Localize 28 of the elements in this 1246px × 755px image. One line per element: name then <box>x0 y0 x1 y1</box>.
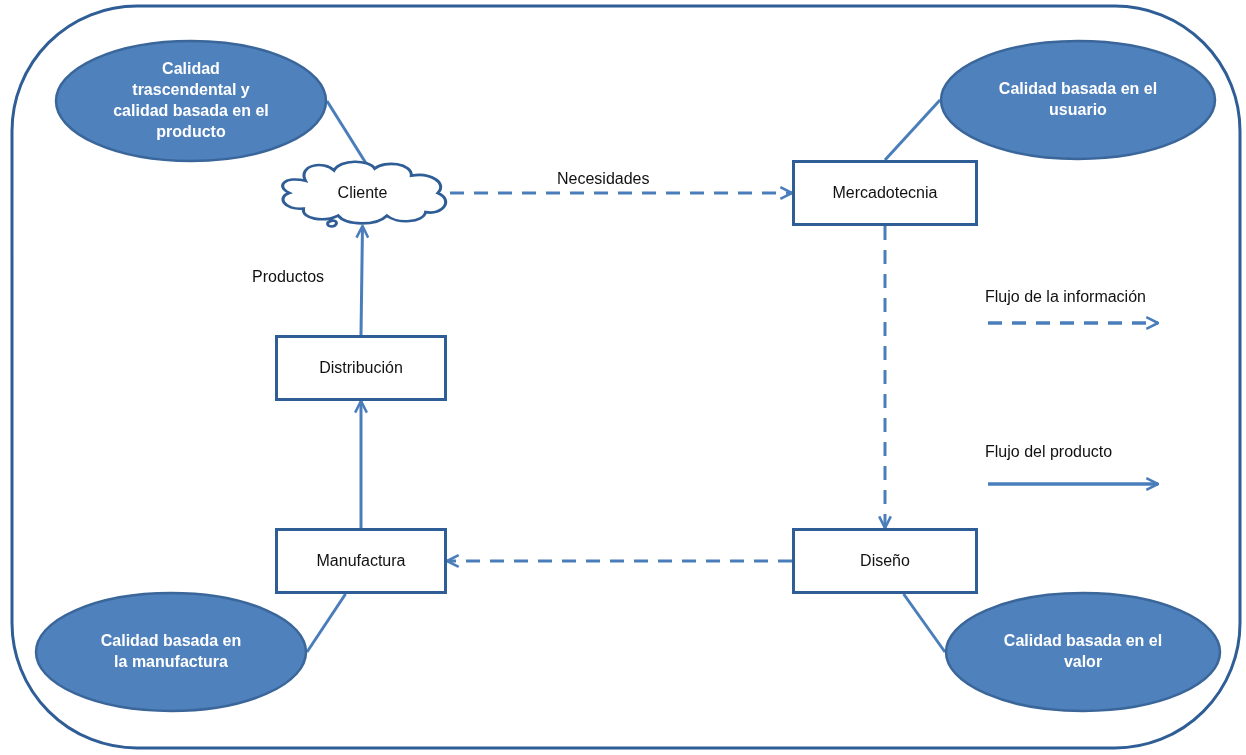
process-box <box>275 335 447 401</box>
quality-ellipse <box>945 592 1221 712</box>
legend-label: Flujo del producto <box>985 443 1113 461</box>
dashed-arrow <box>445 553 792 569</box>
connector-line <box>325 100 368 165</box>
quality-label: Calidad trascendental y calidad basada en el producto <box>112 59 270 142</box>
arrow <box>353 399 369 528</box>
process-box <box>792 160 978 226</box>
dashed-arrow <box>450 185 794 201</box>
quality-ellipse <box>55 40 327 162</box>
quality-label: Calidad basada en el valor <box>1003 631 1163 672</box>
legend-label: Flujo de la información <box>985 288 1146 306</box>
node-label: Distribución <box>319 358 403 378</box>
node-label: Mercadotecnia <box>832 183 938 203</box>
quality-label: Calidad basada en la manufactura <box>99 631 243 672</box>
connector-line <box>305 593 347 653</box>
node-label: Diseño <box>860 551 910 571</box>
connector-line <box>902 593 947 653</box>
process-box <box>792 528 978 594</box>
quality-ellipse <box>35 592 307 712</box>
quality-label: Calidad basada en el usuario <box>998 79 1158 120</box>
quality-ellipse <box>940 40 1216 160</box>
arrow <box>355 224 370 336</box>
process-box <box>275 528 447 594</box>
dashed-arrow <box>877 226 893 530</box>
node-label: Cliente <box>337 183 388 203</box>
node-label: Manufactura <box>316 551 406 571</box>
connector-line <box>883 99 942 161</box>
